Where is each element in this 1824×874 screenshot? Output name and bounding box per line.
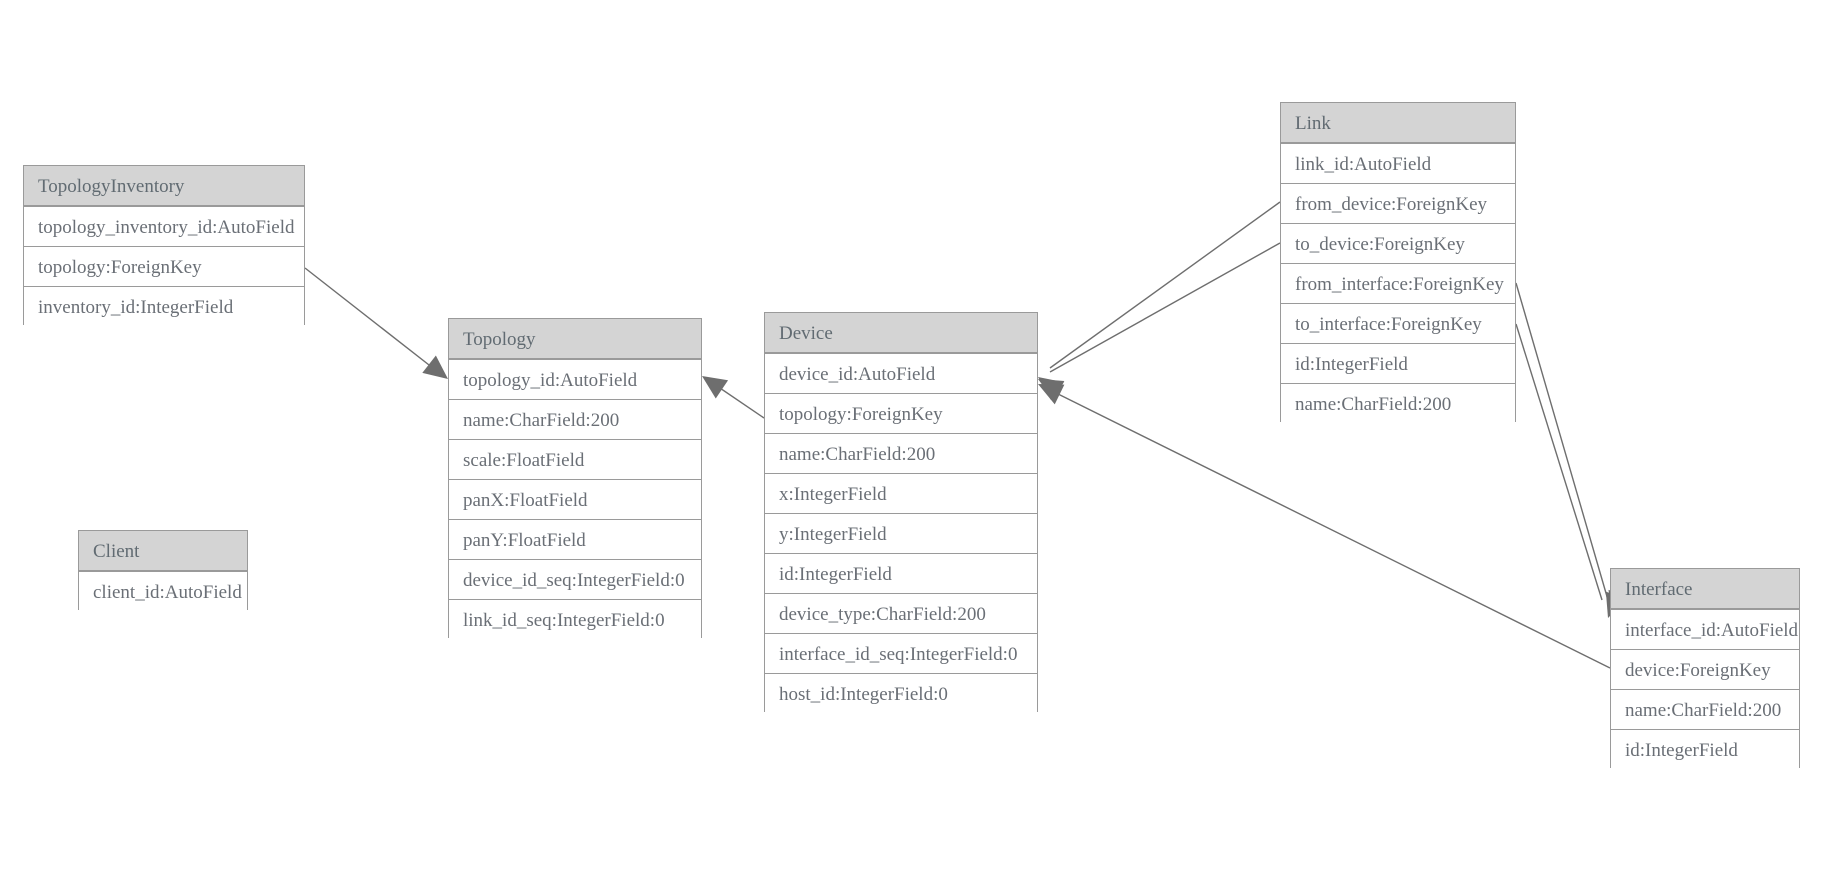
- relationship-line: [1515, 323, 1603, 601]
- entity-field[interactable]: scale:FloatField: [449, 439, 701, 479]
- entity-field[interactable]: device_id:AutoField: [765, 353, 1037, 393]
- entity-title-topology: Topology: [449, 319, 701, 359]
- entity-field[interactable]: from_interface:ForeignKey: [1281, 263, 1515, 303]
- relationship-line: [1049, 389, 1611, 669]
- entity-field[interactable]: topology_inventory_id:AutoField: [24, 206, 304, 246]
- entity-field[interactable]: to_interface:ForeignKey: [1281, 303, 1515, 343]
- entity-field[interactable]: interface_id:AutoField: [1611, 609, 1799, 649]
- entity-title-device: Device: [765, 313, 1037, 353]
- entity-field[interactable]: link_id:AutoField: [1281, 143, 1515, 183]
- entity-title-link: Link: [1281, 103, 1515, 143]
- entity-field[interactable]: topology_id:AutoField: [449, 359, 701, 399]
- relationship-line: [1049, 201, 1281, 369]
- entity-field[interactable]: id:IntegerField: [765, 553, 1037, 593]
- relationship-link-from_device-device: [1038, 201, 1281, 401]
- entity-field[interactable]: topology:ForeignKey: [765, 393, 1037, 433]
- relationship-topologyinventory-topology: [304, 267, 448, 379]
- entity-field[interactable]: device_id_seq:IntegerField:0: [449, 559, 701, 599]
- relationship-line: [304, 267, 439, 373]
- entity-title-client: Client: [79, 531, 247, 571]
- entity-field[interactable]: interface_id_seq:IntegerField:0: [765, 633, 1037, 673]
- entity-field[interactable]: host_id:IntegerField:0: [765, 673, 1037, 713]
- relationship-line: [713, 383, 765, 419]
- entity-field[interactable]: name:CharField:200: [1281, 383, 1515, 423]
- relationship-line: [1515, 282, 1609, 601]
- entity-title-interface: Interface: [1611, 569, 1799, 609]
- relationship-line: [1049, 242, 1281, 373]
- entity-field[interactable]: name:CharField:200: [449, 399, 701, 439]
- entity-field[interactable]: name:CharField:200: [765, 433, 1037, 473]
- entity-field[interactable]: from_device:ForeignKey: [1281, 183, 1515, 223]
- entity-field[interactable]: inventory_id:IntegerField: [24, 286, 304, 326]
- entity-field[interactable]: link_id_seq:IntegerField:0: [449, 599, 701, 639]
- entity-field[interactable]: name:CharField:200: [1611, 689, 1799, 729]
- entity-field[interactable]: panY:FloatField: [449, 519, 701, 559]
- relationship-device-topology: [702, 376, 765, 419]
- entity-field[interactable]: panX:FloatField: [449, 479, 701, 519]
- entity-field[interactable]: device_type:CharField:200: [765, 593, 1037, 633]
- entity-field[interactable]: device:ForeignKey: [1611, 649, 1799, 689]
- entity-field[interactable]: to_device:ForeignKey: [1281, 223, 1515, 263]
- relationship-link-to_device-device: [1038, 242, 1281, 401]
- entity-field[interactable]: id:IntegerField: [1281, 343, 1515, 383]
- entity-field[interactable]: client_id:AutoField: [79, 571, 247, 611]
- entity-field[interactable]: topology:ForeignKey: [24, 246, 304, 286]
- entity-field[interactable]: x:IntegerField: [765, 473, 1037, 513]
- entity-field[interactable]: id:IntegerField: [1611, 729, 1799, 769]
- entity-field[interactable]: y:IntegerField: [765, 513, 1037, 553]
- entity-title-topology_inventory: TopologyInventory: [24, 166, 304, 206]
